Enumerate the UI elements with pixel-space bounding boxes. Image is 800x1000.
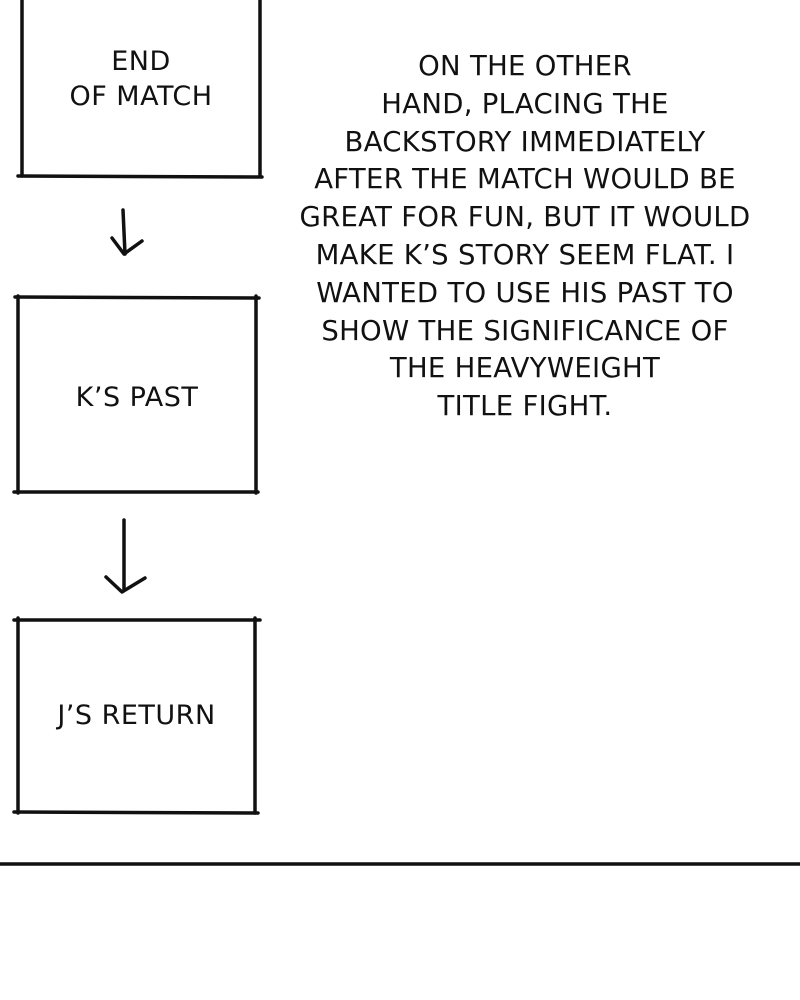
narration-line: SHOW THE SIGNIFICANCE OF [321,314,729,347]
narration-line: ON THE OTHER [418,50,632,82]
narration-line: BACKSTORY IMMEDIATELY [344,125,706,158]
narration-line: MAKE K’S STORY SEEM FLAT. I [315,238,735,271]
narration-line: WANTED TO USE HIS PAST TO [316,276,734,309]
box-label-end-of-match: END OF MATCH [69,46,213,112]
narration-text: ON THE OTHER HAND, PLACING THE BACKSTORY… [270,48,780,426]
narration-line: HAND, PLACING THE [381,87,669,120]
box-end-of-match [16,0,264,179]
box-js-return [12,616,262,815]
narration-line: THE HEAVYWEIGHT [389,352,661,385]
arrow-down-icon [104,518,147,594]
arrow-down-icon [110,208,144,256]
box-label-js-return: J’S RETURN [57,700,216,731]
box-ks-past [12,294,261,495]
narration-line: AFTER THE MATCH WOULD BE [314,163,736,196]
box-label-ks-past: K’S PAST [75,382,199,413]
narration-line: TITLE FIGHT. [437,390,613,423]
narration-line: GREAT FOR FUN, BUT IT WOULD [299,201,751,234]
